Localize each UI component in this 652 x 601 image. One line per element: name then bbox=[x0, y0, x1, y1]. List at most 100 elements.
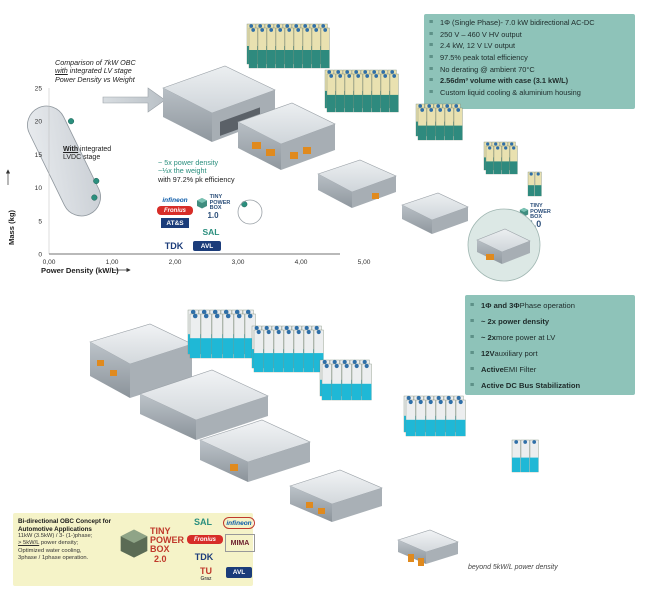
capacitor-block bbox=[313, 329, 324, 373]
list-bullet-icon: ≡ bbox=[470, 381, 475, 389]
y-axis-label: Mass (kg) bbox=[7, 210, 16, 245]
capacitor-block bbox=[253, 329, 264, 373]
list-bullet-icon: ≡ bbox=[470, 317, 475, 325]
tdk-logo: TDK bbox=[164, 240, 184, 251]
capacitor-block bbox=[509, 145, 518, 175]
y-tick-label: 20 bbox=[35, 119, 43, 126]
capacitor-block bbox=[380, 73, 390, 113]
infineon-logo: infineon bbox=[162, 196, 188, 204]
capacitor-block bbox=[283, 329, 294, 373]
list-bullet-icon: ≡ bbox=[470, 365, 475, 373]
capacitor-block bbox=[303, 329, 314, 373]
capacitor-block bbox=[415, 399, 426, 437]
bottom-feature-item: ≡Active EMI Filter bbox=[465, 361, 635, 377]
top-feature-item: ≡Custom liquid cooling & aluminium housi… bbox=[424, 87, 635, 99]
comparison-caption: Comparison of 7kW OBC with integrated LV… bbox=[55, 58, 165, 84]
list-bullet-icon: ≡ bbox=[429, 54, 434, 62]
bottom-feature-item: ≡Active DC Bus Stabilization bbox=[465, 377, 635, 393]
comparison-line1: Comparison of 7kW OBC bbox=[55, 58, 136, 67]
capacitor-block bbox=[389, 73, 399, 113]
capacitor-block bbox=[520, 439, 530, 473]
capacitor-block bbox=[426, 107, 436, 141]
top-feature-item: ≡97.5% peak total efficiency bbox=[424, 52, 635, 64]
capacitor-block bbox=[534, 171, 542, 197]
ats-logo: AT&S bbox=[161, 218, 189, 228]
concept-title-2: Automotive Applications bbox=[18, 525, 92, 533]
capacitor-block bbox=[485, 145, 494, 175]
bottom-feature-item: ≡~ 2x more power at LV bbox=[465, 329, 635, 345]
capacitor-block bbox=[501, 145, 510, 175]
lvdc-ellipse bbox=[27, 105, 101, 217]
beyond-caption: beyond 5kW/L power density bbox=[468, 564, 558, 571]
y-tick-label: 15 bbox=[35, 152, 43, 159]
capacitor-block bbox=[257, 27, 267, 69]
tiny-box-cube-icon bbox=[120, 529, 148, 558]
capacitor-block bbox=[405, 399, 416, 437]
gain-line3: with 97.2% pk efficiency bbox=[158, 174, 235, 184]
avl-logo: AVL bbox=[193, 241, 221, 251]
obc-small-1 bbox=[317, 159, 397, 208]
capacitor-block bbox=[445, 399, 456, 437]
top-feature-item: ≡2.56dm³ volume with case (3.1 kW/L) bbox=[424, 75, 635, 87]
capacitor-block bbox=[493, 145, 502, 175]
capacitor-block bbox=[335, 73, 345, 113]
capacitor-block bbox=[331, 363, 342, 401]
x-tick-label: 4,00 bbox=[295, 259, 308, 266]
capacitor-block bbox=[371, 73, 381, 113]
bottom-feature-item: ≡1Φ and 3Φ Phase operation bbox=[465, 297, 635, 313]
tpb1-circle bbox=[237, 199, 263, 225]
tiny-box-cube-icon bbox=[196, 198, 207, 209]
top-feature-box: ≡1Φ (Single Phase)- 7.0 kW bidirectional… bbox=[424, 14, 635, 109]
y-tick-label: 25 bbox=[35, 86, 43, 93]
capacitor-block bbox=[233, 313, 245, 359]
capacitor-block bbox=[453, 107, 463, 141]
capacitor-block bbox=[273, 329, 284, 373]
fronius-logo-bottom: Fronius bbox=[187, 535, 223, 544]
mima-logo: MIMA bbox=[225, 534, 255, 552]
x-tick-label: 0,00 bbox=[43, 259, 56, 266]
x-tick-label: 2,00 bbox=[169, 259, 182, 266]
bottom-feature-item: ≡~ 2x power density bbox=[465, 313, 635, 329]
capacitor-block bbox=[341, 363, 352, 401]
capacitor-block bbox=[529, 439, 539, 473]
capacitor-block bbox=[275, 27, 285, 69]
capacitor-block bbox=[248, 27, 258, 69]
capacitor-block bbox=[353, 73, 363, 113]
capacitor-block bbox=[211, 313, 223, 359]
gain-line2: ~⅓x the weight bbox=[158, 166, 207, 176]
list-bullet-icon: ≡ bbox=[429, 19, 434, 27]
data-point bbox=[91, 194, 98, 201]
capacitor-block bbox=[362, 73, 372, 113]
avl-logo-bottom: AVL bbox=[226, 567, 252, 578]
x-axis-label: Power Density (kW/L) bbox=[41, 266, 119, 275]
bottom-feature-item: ≡12V auxiliary port bbox=[465, 345, 635, 361]
concept-line-4: 3phase / 1phase operation. bbox=[18, 554, 89, 561]
top-feature-item: ≡2.4 kW, 12 V LV output bbox=[424, 40, 635, 52]
capacitor-block bbox=[222, 313, 234, 359]
data-point bbox=[68, 118, 75, 125]
capacitor-block bbox=[435, 107, 445, 141]
capacitor-block bbox=[444, 107, 454, 141]
bottom-feature-box: ≡1Φ and 3Φ Phase operation≡~ 2x power de… bbox=[465, 295, 635, 395]
tdk-logo-bottom: TDK bbox=[194, 552, 214, 562]
obc-b5 bbox=[397, 529, 459, 566]
comparison-line3: Power Density vs Weight bbox=[55, 74, 135, 84]
capacitor-block bbox=[361, 363, 372, 401]
top-feature-item: ≡1Φ (Single Phase)- 7.0 kW bidirectional… bbox=[424, 17, 635, 29]
y-tick-label: 10 bbox=[35, 185, 43, 192]
sal-logo: SAL bbox=[202, 226, 220, 237]
top-feature-item: ≡No derating @ ambient 70°C bbox=[424, 63, 635, 75]
x-tick-label: 5,00 bbox=[358, 259, 371, 266]
capacitor-block bbox=[344, 73, 354, 113]
big-arrow bbox=[102, 87, 166, 113]
obc-b2 bbox=[139, 369, 269, 440]
capacitor-block bbox=[425, 399, 436, 437]
capacitor-block bbox=[511, 439, 521, 473]
concept-line-2: > 5kW/L power density; bbox=[18, 540, 79, 547]
capacitor-block bbox=[293, 329, 304, 373]
capacitor-block bbox=[435, 399, 446, 437]
capacitor-block bbox=[455, 399, 466, 437]
capacitor-block bbox=[293, 27, 303, 69]
